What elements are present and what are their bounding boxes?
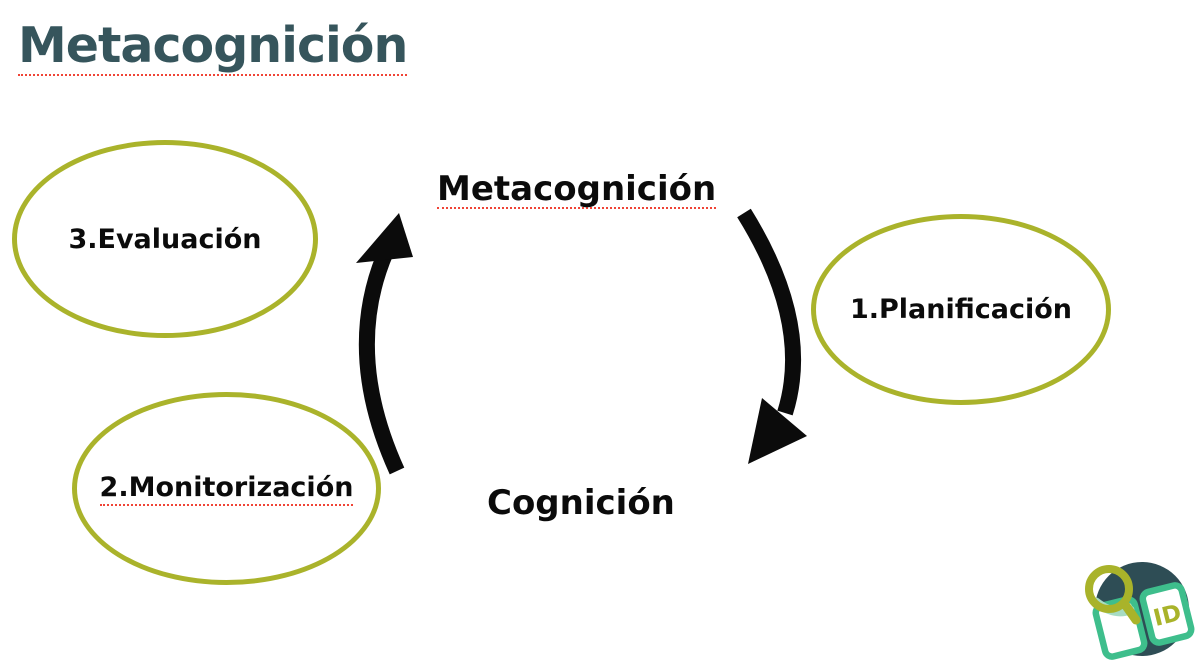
ellipse-planificacion: 1.Planificación xyxy=(811,214,1111,405)
magnifying-glass-icon xyxy=(1085,565,1141,625)
cognicion-center-label: Cognición xyxy=(487,483,675,523)
arrow-up-head-icon xyxy=(356,213,413,263)
logo-id-text: ID xyxy=(1151,600,1184,632)
monitorizacion-label: 2.Monitorización xyxy=(99,472,354,506)
ellipse-evaluacion: 3.Evaluación xyxy=(12,140,318,338)
arrow-down-head-icon xyxy=(748,398,807,464)
metacognicion-center-label: Metacognición xyxy=(437,169,717,209)
arrow-down-curve xyxy=(737,208,802,416)
ellipse-monitorizacion: 2.Monitorización xyxy=(72,392,381,585)
planificacion-label: 1.Planificación xyxy=(849,294,1073,325)
brand-logo: ID xyxy=(1085,562,1195,660)
slide-title: Metacognición xyxy=(18,17,408,77)
evaluacion-label: 3.Evaluación xyxy=(68,223,262,255)
arrow-up-curve xyxy=(358,241,405,475)
